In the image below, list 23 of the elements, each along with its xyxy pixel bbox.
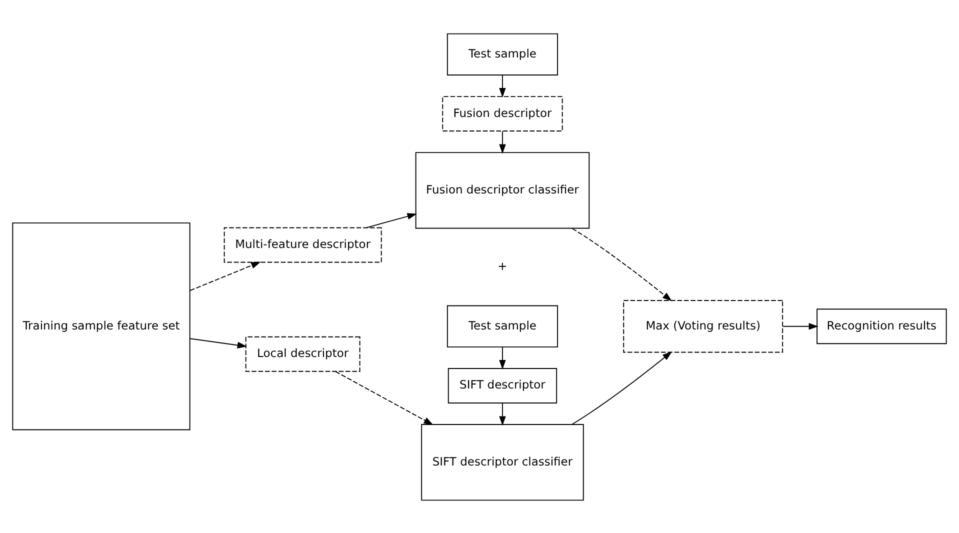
arrow (190, 261, 261, 291)
node-box: Multi-feature descriptor (224, 226, 382, 262)
node-box: Recognition results (816, 308, 947, 344)
arrow (499, 130, 506, 154)
arrow (499, 74, 506, 98)
arrow (335, 370, 434, 425)
node-box: Fusion descriptor (442, 96, 563, 131)
arrow (190, 338, 247, 348)
arrow (572, 228, 672, 301)
node-box: Test sample (446, 304, 558, 347)
node-box: Training sample feature set (12, 222, 190, 430)
node-box: SIFT descriptor classifier (421, 424, 584, 500)
label: + (498, 258, 508, 272)
arrow (782, 322, 818, 330)
arrow (366, 212, 417, 228)
node-box: Local descriptor (245, 336, 360, 372)
node-box: SIFT descriptor (448, 368, 558, 403)
node-box: Fusion descriptor classifier (415, 152, 590, 228)
arrow (499, 346, 506, 370)
arrow (572, 350, 672, 424)
arrow (499, 402, 506, 426)
node-box: Test sample (446, 32, 558, 75)
node-box: Max (Voting results) (623, 300, 784, 352)
